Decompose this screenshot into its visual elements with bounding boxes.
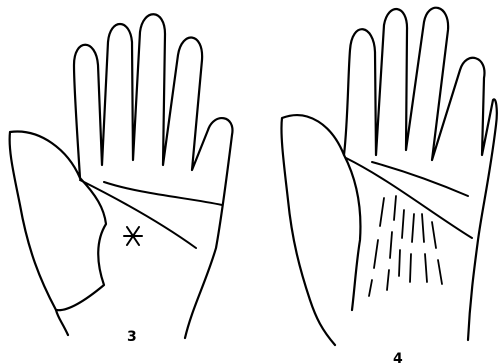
star-mark (124, 227, 142, 245)
hand-3-thumb-mount (56, 178, 106, 310)
hand-4: 4 (281, 8, 496, 363)
hand-4-heart-line (372, 162, 468, 196)
figure-label-3: 3 (127, 329, 137, 345)
figure-label-4: 4 (393, 351, 403, 363)
hand-3: 3 (10, 14, 233, 345)
hand-3-outline (10, 14, 233, 338)
hand-4-head-line (346, 158, 472, 238)
hand-4-outline (281, 8, 496, 345)
hand-4-thumb-mount (344, 155, 360, 310)
